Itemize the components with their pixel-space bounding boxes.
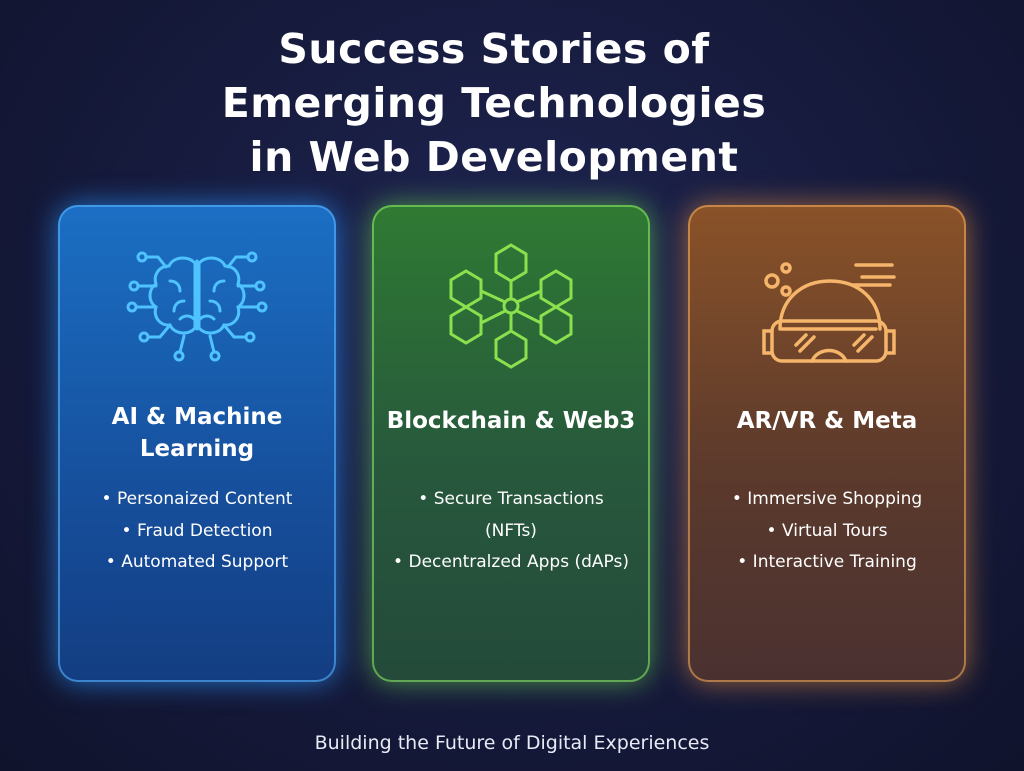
footer-tagline: Building the Future of Digital Experienc… — [314, 732, 710, 754]
feature-list: • Secure Transactions (NFTs) • Decentral… — [372, 484, 650, 579]
page-title: Success Stories of Emerging Technologies… — [221, 25, 767, 181]
card-blockchain: Blockchain & Web3 • Secure Transactions … — [372, 205, 650, 682]
feature-list: • Personaized Content • Fraud Detection … — [58, 484, 336, 579]
list-item: (NFTs) — [485, 520, 537, 541]
feature-list: • Immersive Shopping • Virtual Tours • I… — [688, 484, 966, 579]
list-item: • Personaized Content — [101, 489, 293, 509]
list-item: • Virtual Tours — [766, 520, 888, 541]
list-item: • Decentralzed Apps (dAPs) — [393, 552, 629, 572]
card-title: Blockchain & Web3 — [386, 408, 636, 434]
vr-headset-icon — [762, 262, 896, 363]
list-item: • Interactive Training — [737, 552, 917, 572]
list-item: • Secure Transactions — [418, 489, 604, 509]
list-item: • Automated Support — [105, 552, 289, 572]
hexagon-network-icon — [449, 243, 573, 369]
card-title: AR/VR & Meta — [736, 408, 918, 434]
card-ar-vr: AR/VR & Meta • Immersive Shopping • Virt… — [688, 205, 966, 682]
list-item: • Immersive Shopping — [731, 489, 923, 509]
list-item: • Fraud Detection — [121, 520, 273, 541]
brain-circuit-icon — [126, 251, 268, 362]
